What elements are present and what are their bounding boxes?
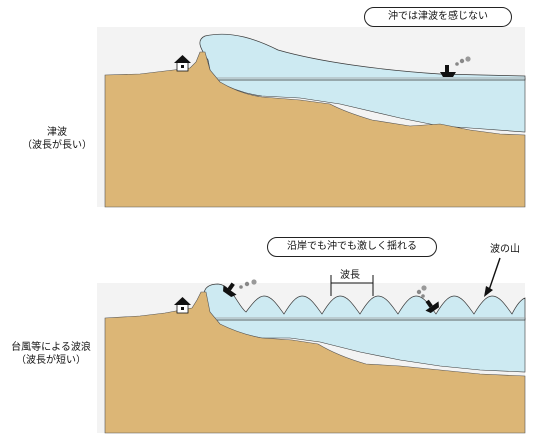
tsunami-label-note: （波長が長い） — [22, 140, 92, 151]
boat-icon — [223, 282, 237, 297]
house-icon — [174, 297, 191, 314]
tsunami-label-title: 津波 — [47, 127, 67, 138]
boat-icon — [440, 56, 471, 77]
tsunami-diagram — [104, 33, 526, 208]
tsunami-wave — [199, 33, 526, 81]
wavelength-label: 波長 — [340, 270, 360, 281]
smoke-icon — [239, 279, 257, 289]
wave-crest-label: 波の山 — [490, 244, 520, 255]
crest-arrow-icon — [484, 257, 501, 297]
storm-wave-label: 台風等による波浪 （波長が短い） — [0, 341, 102, 367]
storm-wave-label-note: （波長が短い） — [16, 355, 86, 366]
wavelength-marker — [330, 275, 374, 296]
storm-wave-diagram — [104, 257, 526, 434]
tsunami-callout: 沖では津波を感じない — [364, 7, 512, 27]
storm-wave-callout: 沿岸でも沖でも激しく揺れる — [267, 237, 437, 257]
storm-land — [104, 291, 526, 434]
tsunami-land — [104, 51, 526, 208]
boat-icon — [425, 299, 439, 313]
storm-wave-label-title: 台風等による波浪 — [11, 342, 91, 353]
storm-wave-crests — [203, 283, 526, 321]
house-icon — [174, 55, 191, 72]
tsunami-label: 津波 （波長が長い） — [22, 126, 92, 152]
smoke-icon — [416, 285, 427, 298]
